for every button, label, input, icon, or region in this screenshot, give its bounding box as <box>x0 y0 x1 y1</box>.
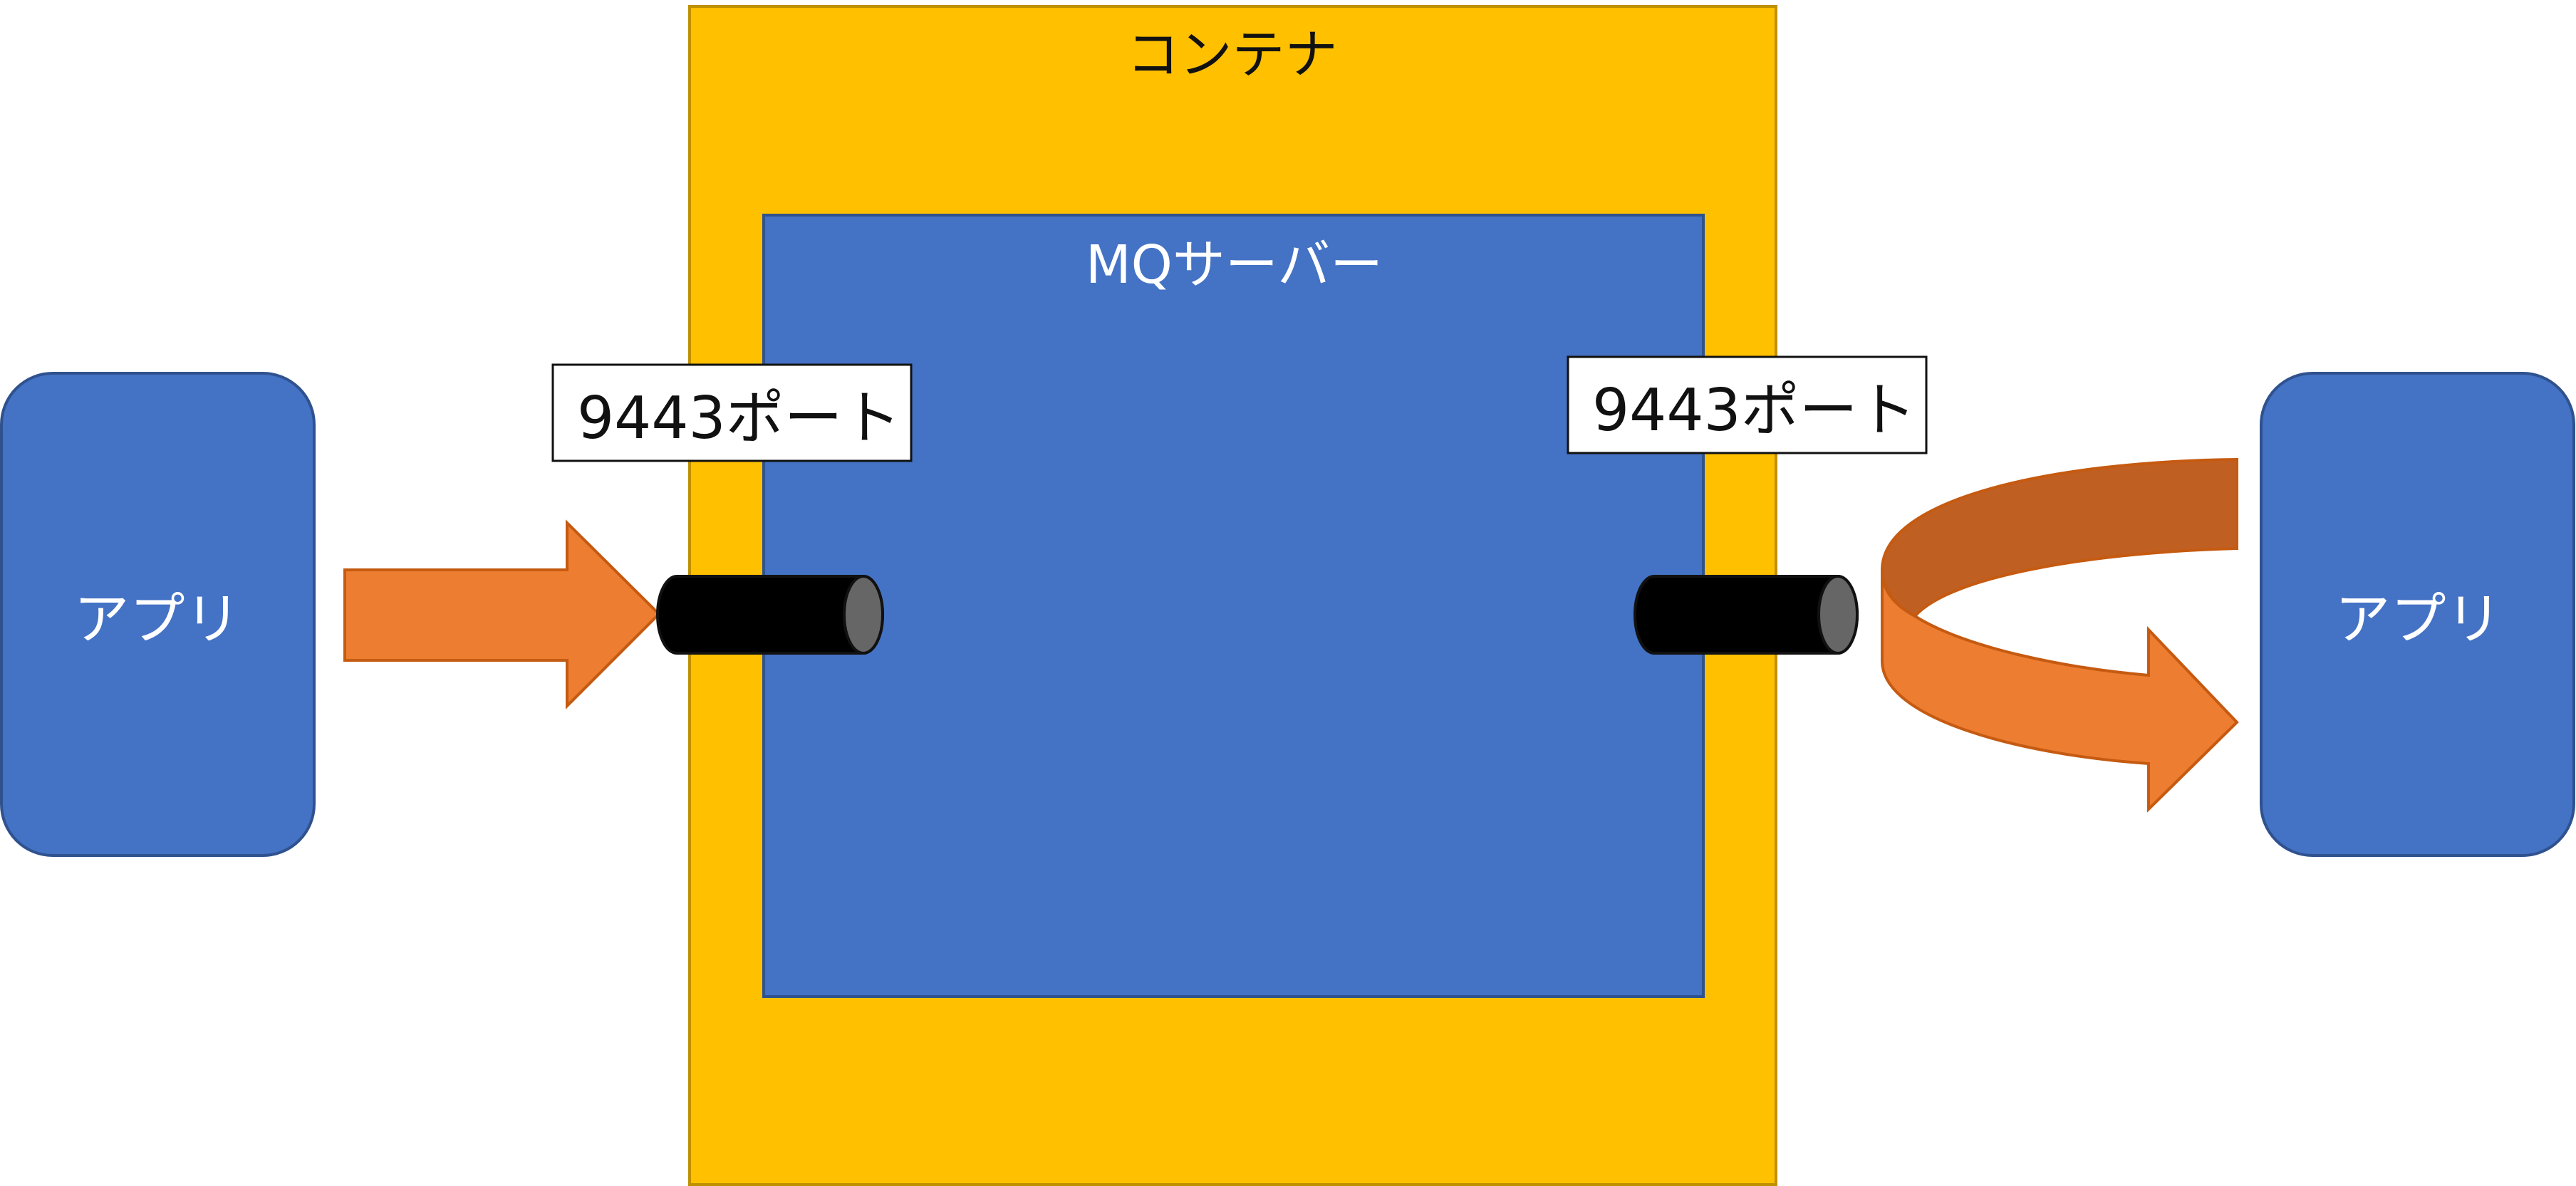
container-title: コンテナ <box>1126 24 1338 85</box>
app-box-right <box>2260 372 2575 857</box>
port-label-left: 9443ポート <box>577 385 901 452</box>
port-face-right <box>1817 575 1859 655</box>
port-label-box-right <box>1567 355 1928 454</box>
arrow-curved-back <box>1880 457 2238 618</box>
port-cylinder-left <box>656 575 884 655</box>
arrow-curved <box>1880 457 2239 813</box>
app-label-left: アプリ <box>73 587 241 652</box>
port-label-box-left <box>551 363 913 462</box>
app-label-right: アプリ <box>2334 587 2502 652</box>
mq-server-title: MQサーバー <box>1085 234 1383 296</box>
port-cylinder-right <box>1634 575 1859 655</box>
port-face-left <box>843 575 884 655</box>
mq-server-box <box>762 214 1705 998</box>
port-label-right: 9443ポート <box>1592 377 1916 444</box>
arrow-right-straight <box>343 519 661 709</box>
arrow-curved-front <box>1881 569 2239 813</box>
app-box-left <box>0 372 316 857</box>
